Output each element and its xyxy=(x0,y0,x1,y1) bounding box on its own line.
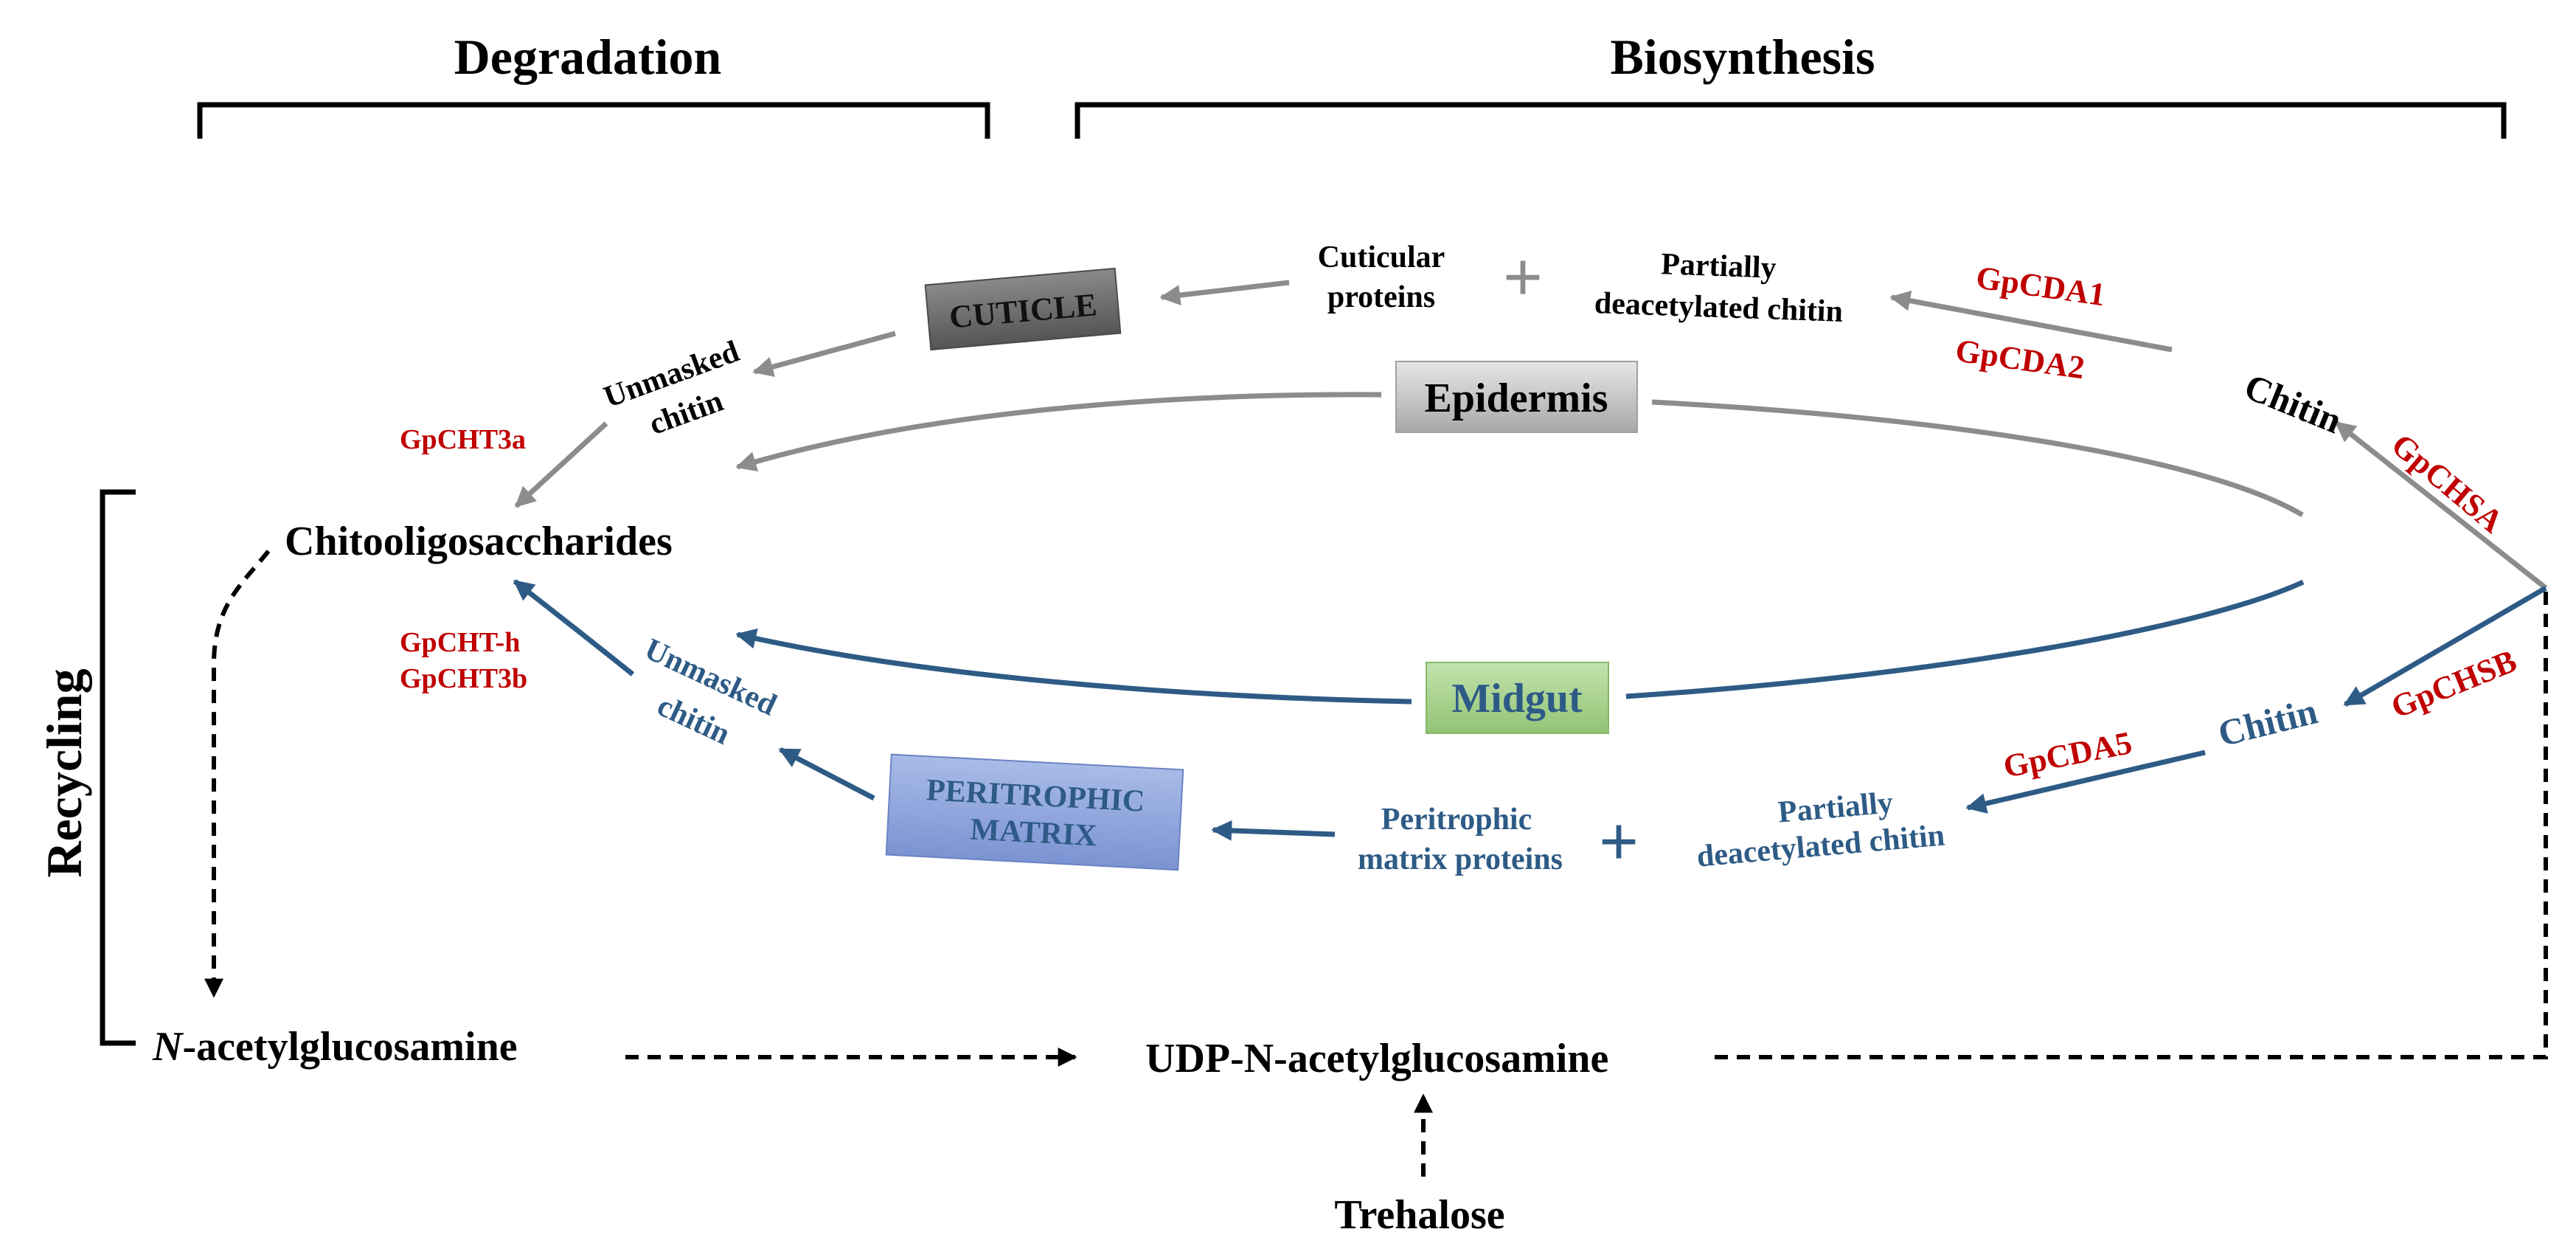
enzyme-gpcht3b: GpCHT3b xyxy=(400,663,527,694)
enzyme-gpcda2: GpCDA2 xyxy=(1954,332,2087,386)
peritrophic-matrix-box: PERITROPHIC MATRIX xyxy=(885,753,1184,871)
epidermis-chitin: Chitin xyxy=(2239,365,2347,441)
cuticular-proteins-line2: proteins xyxy=(1327,280,1435,314)
pm-proteins-line1: Peritrophic xyxy=(1381,803,1532,837)
recycling-label: Recycling xyxy=(36,668,92,877)
midgut-arc-left xyxy=(735,628,1412,705)
biosynthesis-header: Biosynthesis xyxy=(1611,29,1875,85)
recycling-bracket xyxy=(100,489,136,1046)
epidermis-label: Epidermis xyxy=(1425,375,1608,421)
midgut-plus: + xyxy=(1599,802,1639,881)
enzyme-gpchsa: GpCHSA xyxy=(2385,426,2510,540)
n-prefix: N xyxy=(152,1024,184,1070)
enzyme-gpchsb: GpCHSB xyxy=(2386,643,2521,725)
udp-to-chs-dashed-line xyxy=(1715,588,2548,1059)
enzyme-gpcht3a: GpCHT3a xyxy=(400,424,526,455)
udp-n-acetylglucosamine: UDP-N-acetylglucosamine xyxy=(1145,1036,1608,1081)
epidermis-partially-line2: deacetylated chitin xyxy=(1594,286,1844,329)
enzyme-gpcht-h: GpCHT-h xyxy=(400,627,520,658)
chsa-arrow xyxy=(2334,420,2548,590)
epidermis-arc-left xyxy=(735,392,1382,472)
pm-proteins-line2: matrix proteins xyxy=(1358,842,1563,876)
epidermis-arc-right xyxy=(1651,399,2304,518)
midgut-chitin: Chitin xyxy=(2214,690,2322,754)
chitooligosaccharides: Chitooligosaccharides xyxy=(285,519,673,564)
pm-to-unmasked-arrow xyxy=(778,747,875,801)
cda5-arrow xyxy=(1965,750,2206,814)
biosynthesis-bracket xyxy=(1075,102,2507,139)
chsb-arrow xyxy=(2343,585,2547,707)
cuticle-to-unmasked-arrow xyxy=(752,330,896,377)
degradation-header: Degradation xyxy=(454,29,722,85)
midgut-partially-line2: deacetylated chitin xyxy=(1695,818,1946,873)
degradation-bracket xyxy=(197,102,990,139)
cos-to-nag-dashed-arrow xyxy=(204,550,271,998)
enzyme-gpcda1: GpCDA1 xyxy=(1974,259,2108,313)
to-pm-arrow xyxy=(1211,820,1336,841)
unmasked-to-cos-blue-arrow xyxy=(513,579,635,676)
midgut-label: Midgut xyxy=(1451,676,1583,721)
epidermis-box: Epidermis xyxy=(1395,361,1638,433)
epidermis-partially-line1: Partially xyxy=(1661,247,1777,285)
n-acetylglucosamine: N-acetylglucosamine xyxy=(152,1024,518,1070)
n-acetylglucosamine-rest: -acetylglucosamine xyxy=(182,1024,517,1070)
cda1-cda2-arrow xyxy=(1889,290,2173,353)
pm-label-line2: MATRIX xyxy=(970,812,1098,853)
cuticle-box: CUTICLE xyxy=(924,267,1122,351)
midgut-box: Midgut xyxy=(1426,662,1609,734)
trehalose: Trehalose xyxy=(1334,1192,1504,1238)
cuticular-proteins-line1: Cuticular xyxy=(1318,240,1445,274)
midgut-arc-right xyxy=(1625,579,2305,699)
to-cuticle-arrow xyxy=(1159,280,1290,306)
epidermis-plus: + xyxy=(1503,238,1544,316)
midgut-partially-line1: Partially xyxy=(1777,786,1895,829)
unmasked-to-cos-arrow xyxy=(514,421,608,508)
